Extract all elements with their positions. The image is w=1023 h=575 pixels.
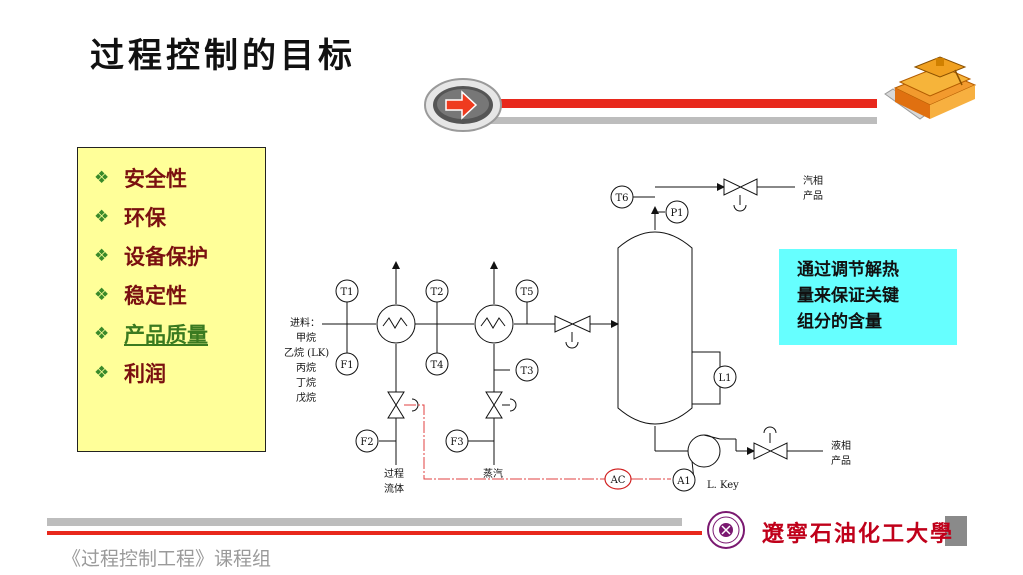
top-red-bar <box>490 99 877 108</box>
control-valve-icon <box>485 391 503 419</box>
instrument-label: F3 <box>450 437 463 448</box>
heat-exchanger-icon <box>474 304 514 344</box>
course-name: 《过程控制工程》课程组 <box>62 548 272 570</box>
instrument-t4 <box>425 352 449 376</box>
instrument-t1 <box>335 279 359 303</box>
instrument-t5 <box>515 279 539 303</box>
footer-red-bar <box>47 531 702 535</box>
feed-component: 甲烷 <box>296 331 316 344</box>
instrument-label: T6 <box>615 193 628 204</box>
process-fluid-label: 过程 <box>384 467 404 480</box>
bullet-item: ❖环保 <box>94 204 166 230</box>
feed-label: 进料： <box>290 316 320 329</box>
instrument-label: T1 <box>340 287 353 298</box>
instrument-label: T4 <box>430 360 443 371</box>
diamond-bullet-icon: ❖ <box>94 323 110 344</box>
diamond-bullet-icon: ❖ <box>94 245 110 266</box>
process-fluid-label: 流体 <box>384 482 404 495</box>
instrument-label: T2 <box>430 287 443 298</box>
footer-gray-bar <box>47 518 682 526</box>
product-quality-link[interactable]: 产品质量 <box>124 321 208 347</box>
instrument-label: AC <box>610 475 626 486</box>
liquid-product-label: 产品 <box>831 454 851 467</box>
liquid-product-label: 液相 <box>831 439 851 452</box>
instrument-label: F2 <box>360 437 373 448</box>
instrument-f2 <box>355 429 379 453</box>
instrument-t2 <box>425 279 449 303</box>
instrument-t3 <box>515 358 539 382</box>
university-name: 遼寧石油化工大學 <box>762 521 955 547</box>
vapor-product-label: 产品 <box>803 189 823 202</box>
instrument-a1 <box>672 468 696 492</box>
instrument-l1 <box>713 365 737 389</box>
control-valve-icon <box>554 315 591 333</box>
instrument-label: T5 <box>520 287 533 298</box>
instrument-f1 <box>335 352 359 376</box>
bullet-item: ❖利润 <box>94 360 166 386</box>
instrument-label: P1 <box>670 208 683 219</box>
instrument-label: A1 <box>676 476 691 487</box>
footer-gray-block <box>945 516 967 546</box>
light-key-label: L. Key <box>707 480 739 491</box>
university-seal-icon <box>707 511 745 549</box>
instrument-f3 <box>445 429 469 453</box>
instrument-label: F1 <box>340 360 353 371</box>
instrument-t6 <box>610 185 634 209</box>
feed-component: 丙烷 <box>296 361 316 374</box>
control-valve-icon <box>723 178 758 196</box>
analyzer-controller-ac <box>604 468 632 490</box>
control-valve-icon <box>387 391 405 419</box>
top-gray-bar <box>490 117 877 124</box>
feed-component: 戊烷 <box>296 391 316 404</box>
bullet-item: ❖安全性 <box>94 165 187 191</box>
objectives-box: ❖安全性 ❖环保 ❖设备保护 ❖稳定性 ❖ 产品质量 ❖利润 <box>77 147 266 452</box>
vapor-product-label: 汽相 <box>803 174 823 187</box>
control-valve-icon <box>753 442 788 460</box>
diamond-bullet-icon: ❖ <box>94 167 110 188</box>
bullet-item: ❖稳定性 <box>94 282 187 308</box>
feed-component: 丁烷 <box>296 376 316 389</box>
bullet-item: ❖设备保护 <box>94 243 208 269</box>
book-graduation-icon <box>884 56 977 120</box>
arrow-button-icon[interactable] <box>424 78 502 132</box>
feed-component: 乙烷 (LK) <box>284 346 329 359</box>
pump-icon <box>687 434 721 468</box>
page-title: 过程控制的目标 <box>90 36 356 76</box>
instrument-p1 <box>665 200 689 224</box>
diamond-bullet-icon: ❖ <box>94 206 110 227</box>
steam-label: 蒸汽 <box>483 467 503 480</box>
heat-exchanger-icon <box>376 304 416 344</box>
instrument-label: T3 <box>520 366 533 377</box>
bullet-item-link[interactable]: ❖ 产品质量 <box>94 314 265 353</box>
note-box: 通过调节解热 量来保证关键 组分的含量 <box>779 249 957 345</box>
diamond-bullet-icon: ❖ <box>94 284 110 305</box>
diamond-bullet-icon: ❖ <box>94 362 110 383</box>
instrument-label: L1 <box>718 373 731 384</box>
